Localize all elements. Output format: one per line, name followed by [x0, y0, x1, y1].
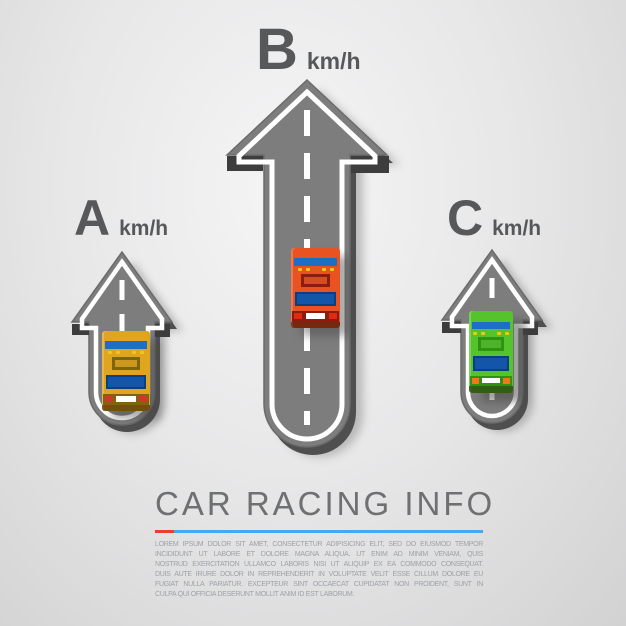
truck-c-lights-icon: [469, 331, 513, 336]
truck-c-taillight-right: [502, 377, 511, 384]
truck-a-taillight-left: [104, 396, 114, 402]
page-title: CAR RACING INFO: [155, 485, 496, 522]
speed-unit-b: km/h: [306, 48, 361, 74]
truck-b-bumper: [291, 311, 340, 322]
truck-b-sunroof: [300, 273, 331, 288]
truck-a-windshield: [105, 341, 147, 349]
description-line: FUGIAT NULLA PARIATUR. EXCEPTEUR SINT OC…: [155, 581, 483, 589]
truck-a-bumper: [102, 394, 150, 405]
title-divider: [155, 530, 483, 534]
truck-b-license-plate: [305, 313, 326, 319]
speed-letter-a: A: [74, 190, 111, 246]
truck-a-taillight-right: [138, 396, 148, 402]
speed-letter-c: C: [447, 190, 484, 246]
truck-b-cargo-window: [294, 292, 337, 307]
truck-c-sunroof: [477, 337, 505, 352]
truck-a-lights-icon: [102, 351, 150, 355]
truck-b-under-shadow: [291, 321, 340, 328]
description-line: NOSTRUD EXERCITATION ULLAMCO LABORIS NIS…: [155, 561, 483, 569]
description-line: DUIS AUTE IRURE DOLOR IN REPREHENDERIT I…: [155, 571, 483, 579]
description-line: LOREM IPSUM DOLOR SIT AMET, CONSECTETUR …: [155, 541, 483, 549]
speed-letter-b: B: [256, 17, 298, 82]
truck-c-icon: [469, 311, 513, 393]
truck-c-under-shadow: [469, 386, 513, 393]
truck-c-license-plate: [482, 378, 500, 384]
truck-b-taillight-right: [328, 313, 338, 319]
footer-block: CAR RACING INFO LOREM IPSUM DOLOR SIT AM…: [155, 485, 496, 600]
speed-label-a: A km/h: [74, 193, 168, 243]
truck-a-license-plate: [116, 396, 136, 402]
description-line: INCIDIDUNT UT LABORE ET DOLORE MAGNA ALI…: [155, 551, 483, 559]
truck-b-icon: [291, 248, 340, 328]
truck-a-sunroof: [111, 356, 141, 371]
speed-unit-c: km/h: [492, 217, 542, 240]
truck-a-under-shadow: [102, 404, 150, 411]
truck-b-lights-icon: [291, 268, 340, 272]
speed-label-b: B km/h: [256, 21, 361, 79]
truck-a-icon: [102, 331, 150, 411]
divider-red-segment: [155, 530, 174, 534]
divider-blue-segment: [174, 530, 483, 534]
truck-a-cargo-window: [105, 375, 147, 390]
description-paragraph: LOREM IPSUM DOLOR SIT AMET, CONSECTETUR …: [155, 540, 483, 600]
truck-b-taillight-left: [293, 313, 303, 319]
truck-c-taillight-left: [471, 377, 480, 384]
truck-c-cargo-window: [472, 356, 510, 371]
truck-b-windshield: [294, 258, 337, 266]
speed-label-c: C km/h: [447, 193, 541, 243]
truck-c-bumper: [469, 375, 513, 387]
speed-unit-a: km/h: [119, 217, 169, 240]
truck-c-windshield: [472, 321, 510, 330]
description-line: CULPA QUI OFFICIA DESERUNT MOLLIT ANIM I…: [155, 590, 355, 598]
